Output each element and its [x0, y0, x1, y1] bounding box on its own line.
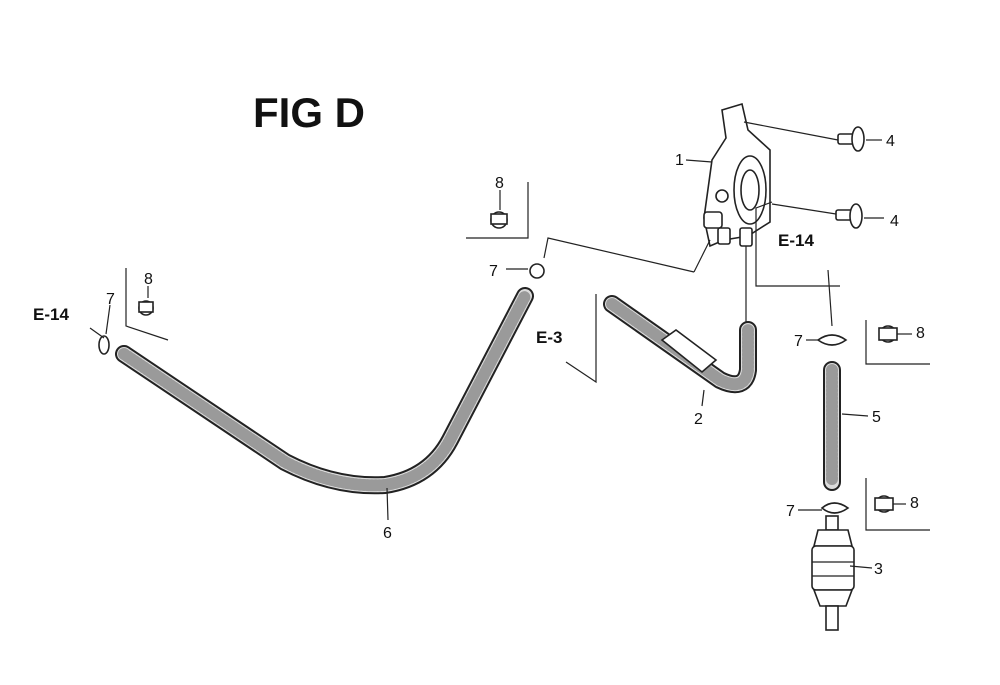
callout-5: 5 — [872, 409, 881, 426]
screw-4-top — [743, 121, 882, 152]
clip-7-left — [98, 304, 111, 355]
clamp-8-left — [138, 286, 154, 316]
figure-title: FIG D — [253, 89, 365, 136]
fuel-pump — [703, 102, 771, 322]
clamp-8-top — [490, 190, 508, 229]
callout-7-left: 7 — [106, 291, 115, 308]
callout-8-left: 8 — [144, 271, 153, 288]
hose-2 — [603, 295, 757, 394]
fuel-filter — [811, 515, 855, 631]
reference-e3: E-3 — [536, 328, 562, 347]
callout-4-bottom: 4 — [890, 213, 899, 230]
callout-1: 1 — [675, 152, 684, 169]
clamp-8-right-lower — [874, 495, 906, 513]
callout-7-right-upper: 7 — [794, 333, 803, 350]
callout-7-center: 7 — [489, 263, 498, 280]
screw-4-bottom — [771, 203, 884, 229]
callout-2: 2 — [694, 411, 703, 428]
bracket-lines — [89, 159, 930, 569]
callout-8-right-lower: 8 — [910, 495, 919, 512]
callout-6: 6 — [383, 525, 392, 542]
hose-6 — [115, 287, 534, 495]
clamp-8-right-upper — [878, 325, 912, 343]
clip-7-right-lower — [798, 502, 850, 514]
callout-4-top: 4 — [886, 133, 895, 150]
clip-7-right-upper — [806, 334, 848, 346]
clip-7-center — [506, 263, 545, 279]
callout-7-right-lower: 7 — [786, 503, 795, 520]
reference-e14-left: E-14 — [33, 305, 69, 324]
callout-8-top: 8 — [495, 175, 504, 192]
callout-3: 3 — [874, 561, 883, 578]
reference-e14-right: E-14 — [778, 231, 814, 250]
callout-8-right-upper: 8 — [916, 325, 925, 342]
